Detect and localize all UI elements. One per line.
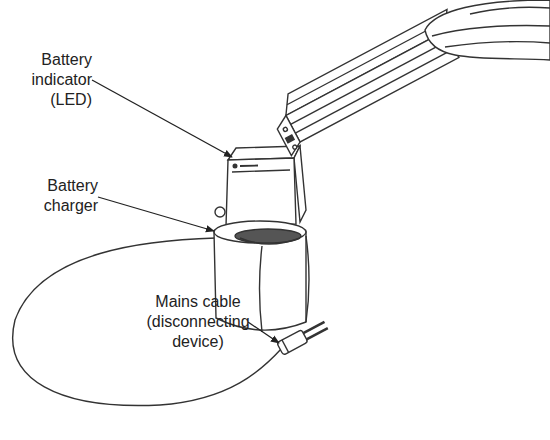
charger-base-part [260,246,263,332]
hand-part [432,25,550,36]
hand-part [425,0,550,60]
charger-tower [215,146,306,226]
charger-tower-part [233,164,237,168]
battery-pack-part [274,116,304,156]
mains-plug-part [282,340,289,352]
mains-plug-part [277,330,308,356]
battery-pack-part [286,135,295,143]
battery-pack-part [292,144,297,149]
charger-tower-part [240,165,258,167]
charger-base-part [235,229,301,243]
mains-plug-part [307,328,328,339]
leader-line [92,80,232,157]
battery-pack-part [287,20,446,105]
charger-base-part [306,236,309,322]
leader-line [98,197,214,231]
part-label: Battery indicator (LED) [18,50,92,110]
part-label: Mains cable (disconnecting device) [136,292,260,352]
charger-base-part [240,238,300,244]
charger-tower-part [226,158,296,226]
part-label: Battery charger [26,176,98,216]
battery-pack-part [295,49,454,134]
battery-pack-part [283,127,288,132]
charger-tower-part [215,207,225,217]
hand-part [445,42,550,47]
charger-base-part [214,221,306,243]
charger-tower-part [232,170,290,172]
hand [425,0,550,60]
leader-line [248,322,279,343]
battery-pack-part [291,40,450,125]
hand-part [470,7,550,14]
battery-pack-part [286,31,459,142]
